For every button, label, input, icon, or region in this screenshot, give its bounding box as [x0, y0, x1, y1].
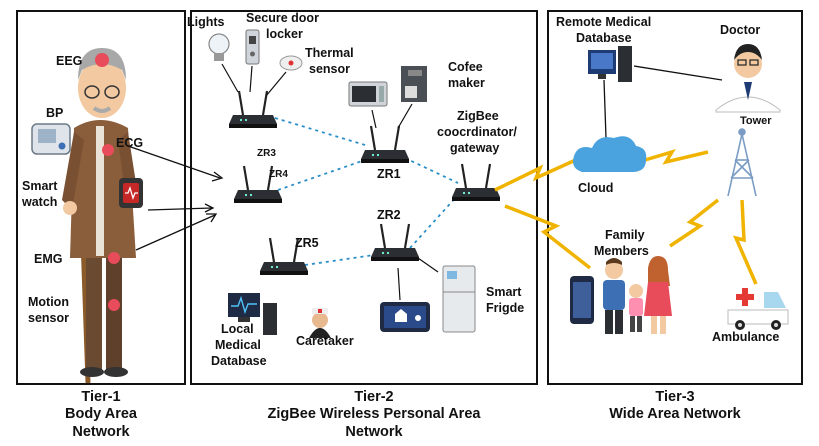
device-to-router-arrows: [221, 63, 439, 301]
tower-to-ambulance-bolt: [732, 199, 758, 285]
label-door-line1: Secure door: [246, 11, 319, 25]
label-coffee-line1: Cofee: [448, 60, 483, 74]
label-coordinator-line2: coocrdinator/: [437, 125, 517, 139]
router-zr3: [227, 89, 279, 130]
label-bp: BP: [46, 106, 63, 120]
smart-fridge-icon: [442, 265, 476, 333]
label-motion-line1: Motion: [28, 295, 69, 309]
smartphone-icon: [570, 276, 594, 324]
label-smartwatch-line2: watch: [21, 195, 57, 209]
label-zr2: ZR2: [377, 208, 401, 222]
motion-sensor-dot: [108, 299, 120, 311]
tier3-caption-line1: Tier-3: [655, 389, 694, 405]
label-localdb-line1: Local: [221, 322, 254, 336]
tower-icon: [727, 128, 757, 197]
label-door-line2: locker: [266, 27, 303, 41]
label-caretaker: Caretaker: [296, 334, 354, 348]
wireless-links: [494, 149, 758, 285]
tier2-caption-line2: ZigBee Wireless Personal Area: [268, 406, 482, 422]
gateway-to-cloud-bolt: [494, 156, 581, 192]
tier2-caption-line3: Network: [345, 424, 403, 440]
label-fridge-line1: Smart: [486, 285, 522, 299]
cloud-icon: [573, 136, 647, 172]
tier1-caption-line1: Tier-1: [81, 389, 120, 405]
tier3-caption-line2: Wide Area Network: [609, 406, 741, 422]
label-family-line1: Family: [605, 228, 645, 242]
label-cloud: Cloud: [578, 181, 613, 195]
light-bulb-icon: [208, 33, 230, 61]
bp-monitor-icon: [31, 123, 71, 155]
db-to-cloud-line: [603, 79, 607, 139]
label-lights: Lights: [187, 15, 225, 29]
cloud-to-tower-bolt: [644, 149, 709, 165]
eeg-sensor-dot: [95, 53, 109, 67]
tier1-caption-line3: Network: [72, 424, 130, 440]
door-lock-icon: [245, 29, 260, 65]
local-database-icon: [228, 293, 277, 335]
label-zr1: ZR1: [377, 167, 401, 181]
tier3-box: [547, 10, 803, 385]
label-emg: EMG: [34, 252, 62, 266]
label-zr4: ZR4: [269, 169, 288, 180]
ecg-sensor-dot: [102, 144, 114, 156]
remote-database-icon: [588, 46, 632, 82]
db-to-doctor-line: [633, 65, 723, 81]
router-zr1: [359, 124, 411, 165]
tier2-caption-line1: Tier-2: [354, 389, 393, 405]
body-sensor-dots: [95, 53, 120, 311]
zigbee-mesh-links: [274, 117, 459, 266]
router-coordinator: [450, 162, 502, 203]
tower-to-family-bolt: [669, 198, 720, 248]
tier1-caption-line2: Body Area: [65, 406, 138, 422]
body-to-router-links: [127, 145, 224, 251]
tier2-box: [190, 10, 538, 385]
family-members-icon: [603, 256, 672, 334]
caretaker-icon: [309, 308, 331, 338]
coffee-maker-icon: [401, 66, 427, 102]
label-zr3: ZR3: [257, 148, 276, 159]
label-thermal-line1: Thermal: [305, 46, 354, 60]
ambulance-icon: [727, 288, 789, 330]
label-thermal-line2: sensor: [309, 62, 350, 76]
gateway-to-family-bolt: [504, 204, 592, 270]
label-localdb-line3: Database: [211, 354, 267, 368]
microwave-icon: [348, 81, 388, 107]
smartwatch-icon: [119, 178, 143, 208]
label-fridge-line2: Frigde: [486, 301, 524, 315]
label-family-line2: Members: [594, 244, 649, 258]
label-localdb-line2: Medical: [215, 338, 261, 352]
tier1-box: [16, 10, 186, 385]
label-coffee-line2: maker: [448, 76, 485, 90]
label-zr5: ZR5: [295, 236, 319, 250]
label-coordinator-line3: gateway: [450, 141, 499, 155]
label-eeg: EEG: [56, 54, 82, 68]
label-tower: Tower: [740, 115, 772, 127]
label-ecg: ECG: [116, 136, 143, 150]
smart-home-tablet-icon: [380, 302, 430, 332]
label-coordinator-line1: ZigBee: [457, 109, 499, 123]
doctor-icon: [715, 44, 781, 113]
label-remote-db-line2: Database: [576, 31, 632, 45]
label-motion-line2: sensor: [28, 311, 69, 325]
emg-sensor-dot: [108, 252, 120, 264]
label-ambulance: Ambulance: [712, 330, 779, 344]
label-doctor: Doctor: [720, 23, 760, 37]
label-remote-db-line1: Remote Medical: [556, 15, 651, 29]
thermal-sensor-icon: [279, 55, 303, 71]
patient-illustration: [62, 48, 138, 384]
label-smartwatch-line1: Smart: [22, 179, 58, 193]
router-zr2: [369, 222, 421, 263]
